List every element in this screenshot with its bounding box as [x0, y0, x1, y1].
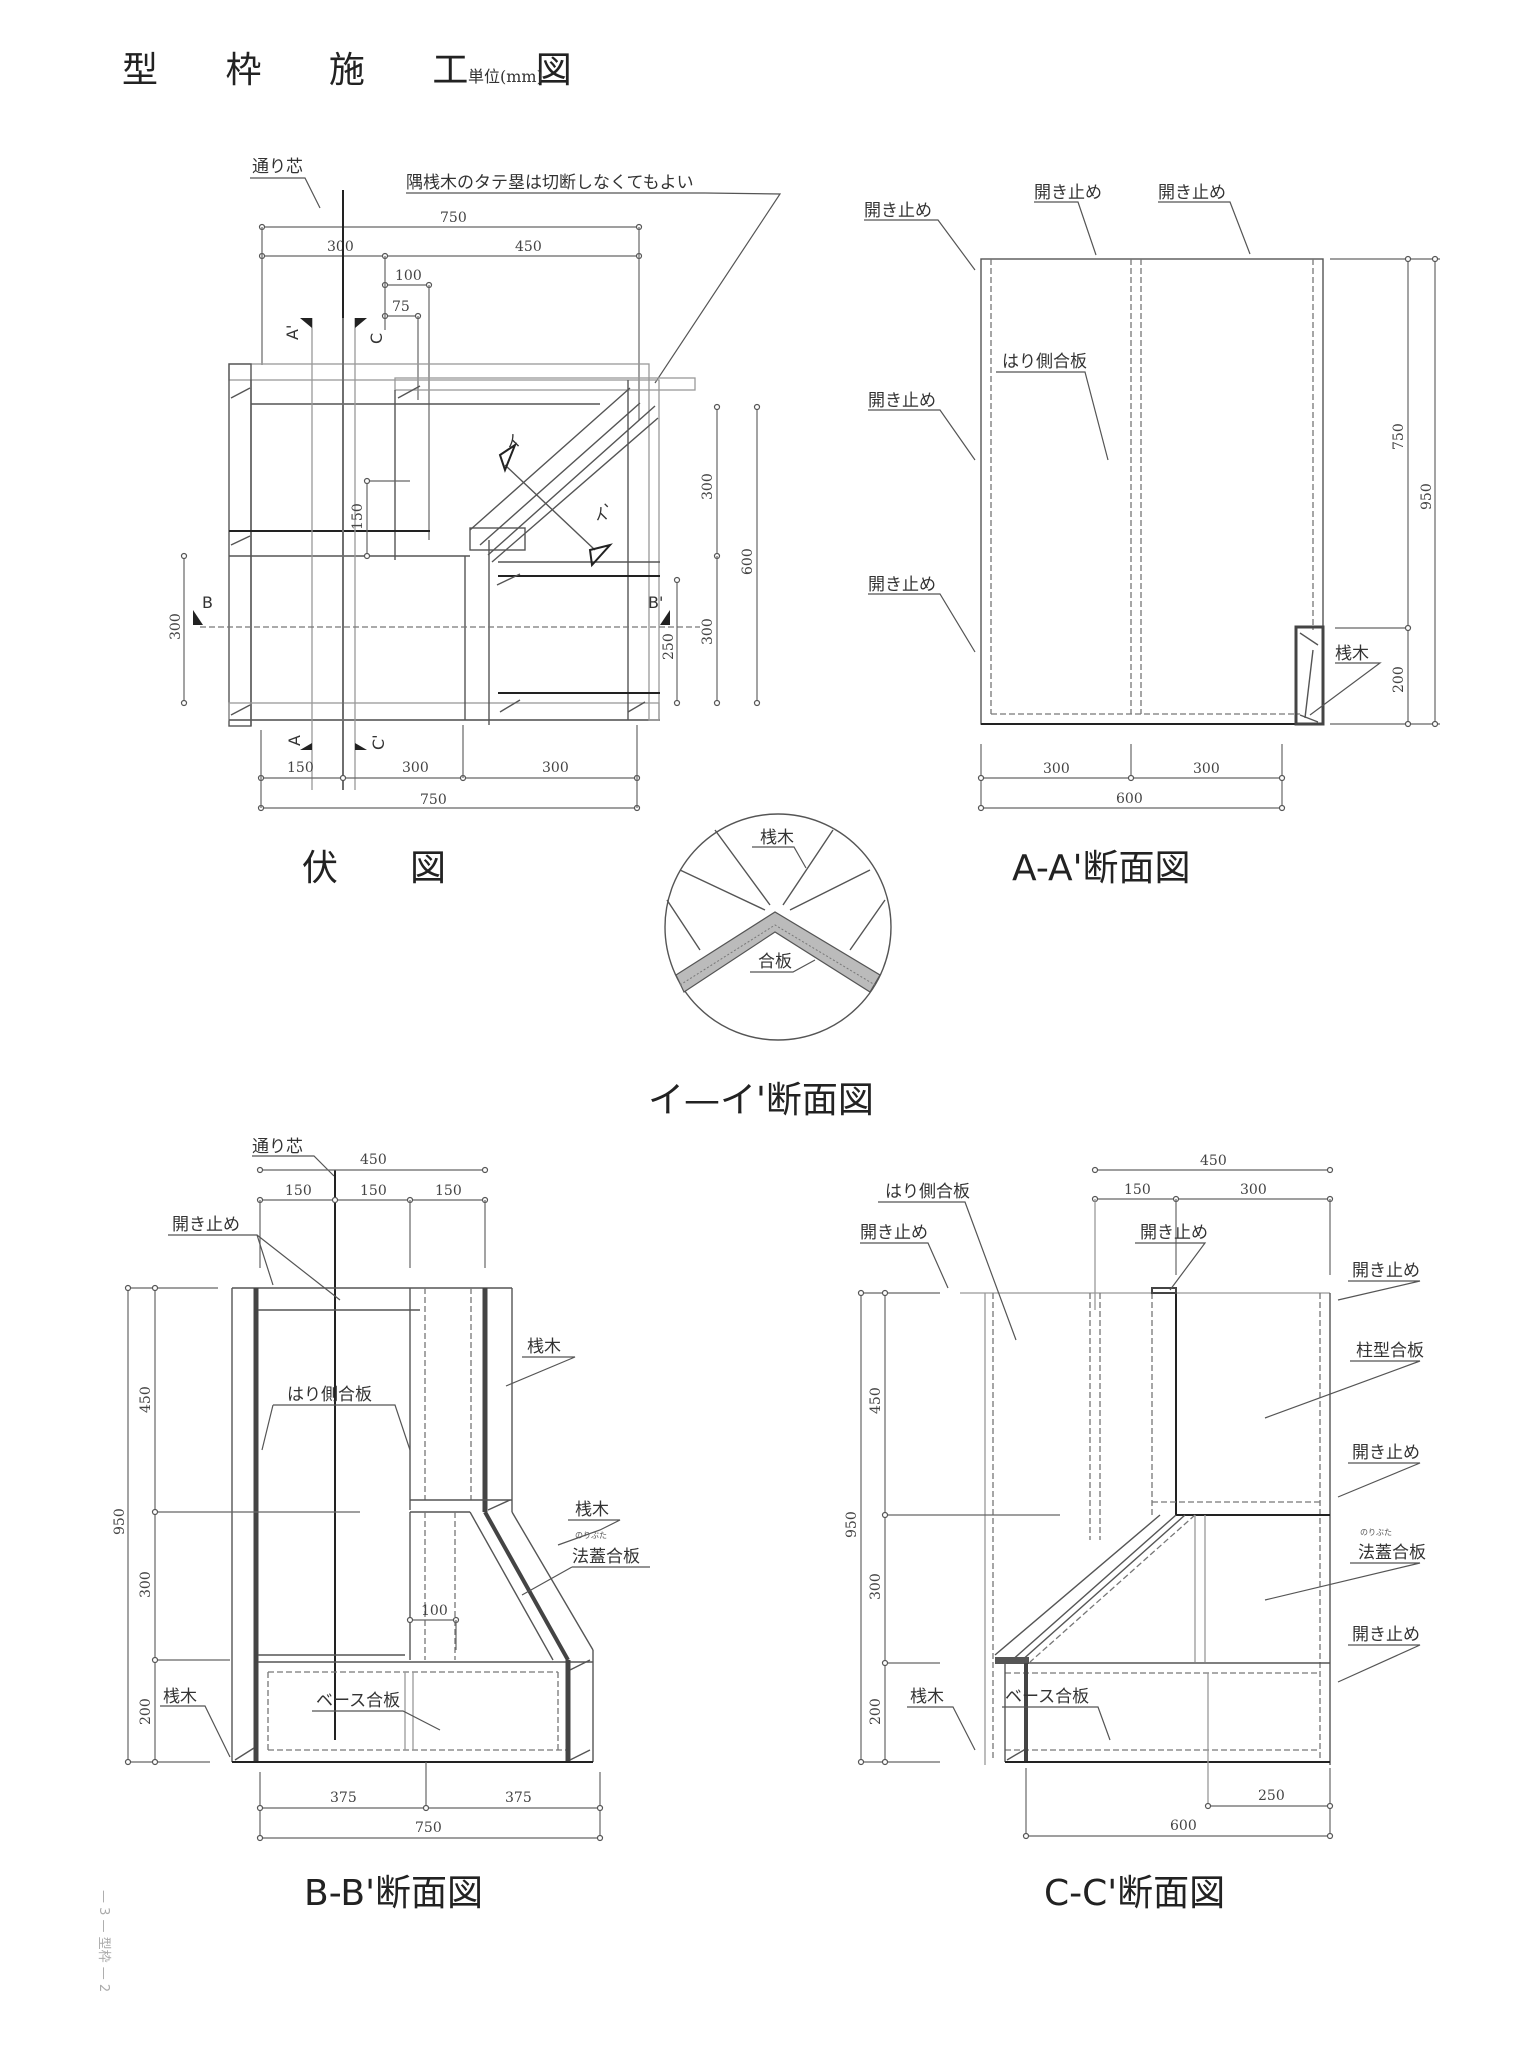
dim-plan-top-300: 300	[327, 239, 354, 255]
bb-label-base-plywood: ベース合板	[316, 1691, 400, 1711]
dim-plan-left-300: 300	[168, 613, 184, 640]
ii-label-plywood: 合板	[758, 952, 792, 972]
aa-label-stopper-left-top: 開き止め	[864, 201, 932, 221]
dim-aa-right-200: 200	[1391, 666, 1407, 693]
cc-label-stopper-left: 開き止め	[860, 1223, 928, 1243]
dim-plan-bottom-300b: 300	[542, 760, 569, 776]
section-mark-a-prime-top: A'	[283, 325, 302, 340]
note-leader	[406, 192, 782, 384]
aa-label-stopper-right: 開き止め	[1158, 183, 1226, 203]
aa-label-batten: 桟木	[1335, 644, 1369, 664]
dim-plan-bottom-750: 750	[420, 792, 447, 808]
dim-aa-right-950: 950	[1419, 483, 1435, 510]
dim-cc-left-200: 200	[868, 1698, 884, 1725]
cc-label-batten: 桟木	[910, 1687, 944, 1707]
cc-label-stopper-center: 開き止め	[1140, 1223, 1208, 1243]
bb-center-line-label: 通り芯	[252, 1137, 303, 1157]
dim-aa-bottom-300a: 300	[1043, 761, 1070, 777]
aa-label-beam-side-plywood: はり側合板	[1002, 352, 1087, 372]
bb-label-batten-lower: 桟木	[163, 1687, 197, 1707]
center-line-label: 通り芯	[252, 157, 303, 177]
section-mark-c-prime-bottom: C'	[369, 734, 388, 750]
bb-label-slope-cover-plywood: 法蓋合板	[572, 1547, 640, 1567]
section-aa-caption: A-A'断面図	[1012, 848, 1191, 889]
bb-label-beam-side-plywood: はり側合板	[287, 1385, 372, 1405]
page-reference: — 3 — 型枠 — 2	[96, 1890, 111, 1992]
corner-note: 隅桟木のタテ塁は切断しなくてもよい	[406, 173, 694, 193]
dim-plan-right-300-top: 300	[700, 473, 716, 500]
cc-label-base-plywood: ベース合板	[1005, 1687, 1089, 1707]
bb-label-stopper: 開き止め	[172, 1215, 240, 1235]
cc-label-column-plywood: 柱型合板	[1356, 1341, 1424, 1361]
ii-label-batten: 桟木	[760, 828, 794, 848]
dim-cc-left-450: 450	[868, 1387, 884, 1414]
dim-bb-left-450: 450	[138, 1386, 154, 1413]
dim-bb-top-150a: 150	[285, 1183, 312, 1199]
dim-bb-left-200: 200	[138, 1698, 154, 1725]
unit-label: 単位(mm)	[468, 67, 543, 86]
section-mark-a-bottom: A	[285, 735, 304, 746]
dim-bb-inner-100: 100	[421, 1603, 448, 1619]
dim-aa-bottom-600: 600	[1116, 791, 1143, 807]
section-mark-i-prime: イ'	[589, 500, 617, 528]
aa-label-stopper-center: 開き止め	[1034, 183, 1102, 203]
dim-plan-right-300-bottom: 300	[700, 618, 716, 645]
cc-label-stopper-right-mid: 開き止め	[1352, 1443, 1420, 1463]
cc-label-slope-cover-plywood: 法蓋合板	[1358, 1543, 1426, 1563]
dim-cc-left-300: 300	[868, 1573, 884, 1600]
dim-bb-bottom-375b: 375	[505, 1790, 532, 1806]
dim-cc-bottom-250: 250	[1258, 1788, 1285, 1804]
dim-bb-top-150b: 150	[360, 1183, 387, 1199]
dim-plan-bottom-300a: 300	[402, 760, 429, 776]
dim-cc-top-150: 150	[1124, 1182, 1151, 1198]
dim-plan-top-450: 450	[515, 239, 542, 255]
section-mark-c-top: C	[367, 333, 386, 344]
section-mark-b: B	[202, 593, 213, 612]
cc-ruby: のりぶた	[1360, 1528, 1392, 1537]
cc-label-stopper-right-top: 開き止め	[1352, 1261, 1420, 1281]
aa-label-stopper-left-low: 開き止め	[868, 575, 936, 595]
section-bb-caption: B-B'断面図	[304, 1873, 483, 1914]
aa-label-stopper-left-mid: 開き止め	[868, 391, 936, 411]
plan-view: 通り芯 隅桟木のタテ塁は切断しなくてもよい 750 300 450 100 75	[168, 157, 782, 889]
cc-label-stopper-right-low: 開き止め	[1352, 1625, 1420, 1645]
dim-plan-right-600: 600	[740, 548, 756, 575]
dim-plan-top-100: 100	[395, 268, 422, 284]
dim-cc-top-450: 450	[1200, 1153, 1227, 1169]
section-ii-caption: イ—イ'断面図	[648, 1080, 874, 1121]
dim-bb-top-150c: 150	[435, 1183, 462, 1199]
dim-aa-bottom-300b: 300	[1193, 761, 1220, 777]
cc-label-beam-side-plywood: はり側合板	[885, 1182, 970, 1202]
dim-cc-top-300: 300	[1240, 1182, 1267, 1198]
dim-bb-top-450: 450	[360, 1152, 387, 1168]
dim-aa-right-750: 750	[1391, 423, 1407, 450]
section-ii: 桟木 合板 イ—イ'断面図	[648, 813, 892, 1121]
dim-bb-left-950: 950	[112, 1508, 128, 1535]
dim-cc-bottom-600: 600	[1170, 1818, 1197, 1834]
dim-plan-bottom-150: 150	[287, 760, 314, 776]
bb-ruby: のりぶた	[575, 1531, 607, 1540]
bb-label-batten-upper: 桟木	[527, 1337, 561, 1357]
dim-bb-bottom-375a: 375	[330, 1790, 357, 1806]
dim-plan-right-250: 250	[661, 633, 677, 660]
section-bb: 通り芯 450 150 150 150	[112, 1137, 650, 1914]
section-line-ii	[504, 464, 596, 551]
section-mark-b-prime: B'	[648, 593, 663, 612]
dim-plan-top-750: 750	[440, 210, 467, 226]
dim-bb-bottom-750: 750	[415, 1820, 442, 1836]
section-aa: 開き止め 開き止め 開き止め 開き止め 開き止め はり側合板 桟木 750 95…	[864, 183, 1440, 889]
dim-bb-left-300: 300	[138, 1571, 154, 1598]
plan-view-caption: 伏 図	[302, 848, 446, 889]
section-cc: 450 150 300 はり側合板 開	[844, 1153, 1426, 1914]
section-cc-caption: C-C'断面図	[1044, 1873, 1225, 1914]
dim-plan-inner-150: 150	[350, 503, 366, 530]
sheet-title: 型 枠 施 工 図	[122, 50, 600, 91]
center-line-leader	[250, 177, 321, 209]
dim-cc-left-950: 950	[844, 1511, 860, 1538]
bb-label-batten-slope: 桟木	[575, 1500, 609, 1520]
dim-plan-top-75: 75	[392, 299, 410, 315]
